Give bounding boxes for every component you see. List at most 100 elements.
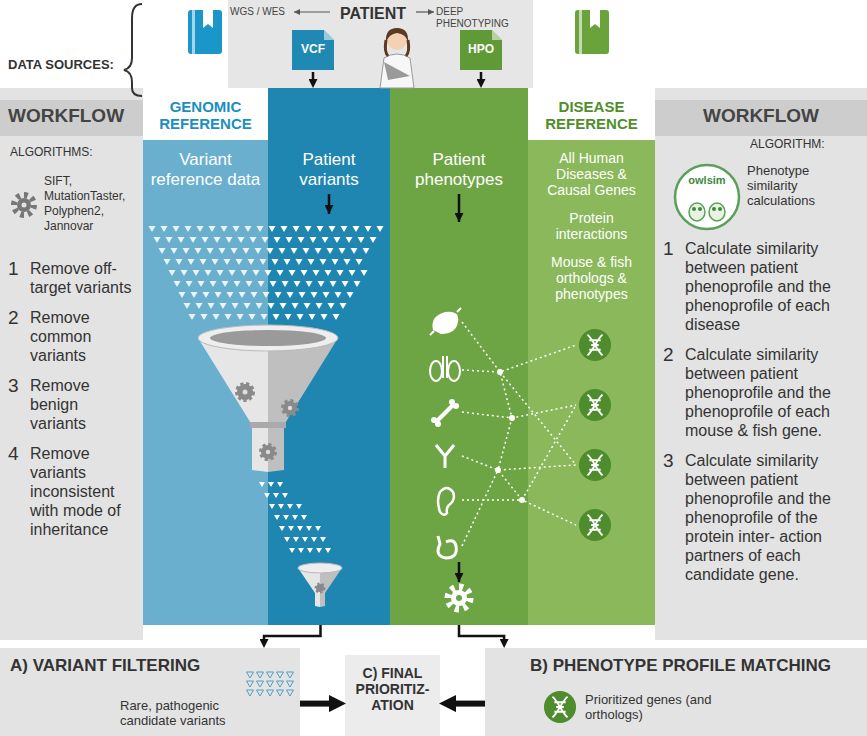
- variant-triangle: [316, 548, 322, 553]
- variant-triangle: [224, 259, 231, 265]
- variant-triangle: [208, 303, 215, 309]
- step-number: 1: [663, 238, 685, 260]
- variant-triangle: [233, 226, 240, 232]
- candidate-triangle: [247, 681, 254, 687]
- variant-triangle: [237, 314, 244, 320]
- variant-triangle: [186, 281, 193, 287]
- variant-triangle: [287, 292, 294, 298]
- variant-triangle: [377, 226, 384, 232]
- matching-box: [485, 648, 867, 736]
- variant-triangle: [217, 270, 224, 276]
- variant-triangle: [313, 270, 320, 276]
- box-text: ALGORITHMS:: [10, 146, 135, 160]
- variant-triangle: [302, 537, 308, 542]
- bracket: [124, 4, 142, 96]
- step-text: Calculate similarity between patient phe…: [685, 239, 859, 334]
- box-text: VCF: [290, 43, 336, 57]
- variant-triangle: [232, 303, 239, 309]
- variant-triangle: [188, 259, 195, 265]
- variant-triangle: [244, 303, 251, 309]
- variant-triangle: [337, 270, 344, 276]
- variant-triangle: [197, 226, 204, 232]
- variant-triangle: [296, 504, 302, 509]
- variant-triangle: [269, 226, 276, 232]
- variant-triangle: [154, 237, 161, 243]
- variant-triangle: [317, 226, 324, 232]
- variant-triangle: [196, 303, 203, 309]
- variant-triangle: [234, 281, 241, 287]
- variant-triangle: [215, 292, 222, 298]
- variant-triangle: [330, 281, 337, 287]
- variant-triangle: [327, 248, 334, 254]
- diagram-box: VCF: [290, 28, 336, 72]
- variant-triangle: [169, 270, 176, 276]
- variant-triangle: [334, 237, 341, 243]
- variant-triangle: [219, 248, 226, 254]
- variant-triangle: [268, 482, 274, 487]
- box-text: SIFT, MutationTaster, Polyphen2, Jannova…: [44, 174, 141, 234]
- box-text: A) VARIANT FILTERING: [10, 656, 295, 676]
- variant-triangle: [273, 314, 280, 320]
- variant-triangle: [238, 237, 245, 243]
- variant-triangle: [286, 237, 293, 243]
- variant-triangle: [284, 259, 291, 265]
- variant-triangle: [205, 270, 212, 276]
- variant-triangle: [347, 292, 354, 298]
- flow-connector: [480, 72, 483, 79]
- step-item: 2Calculate similarity between patient ph…: [655, 344, 867, 440]
- variant-triangle: [329, 226, 336, 232]
- variant-triangle: [307, 548, 313, 553]
- variant-triangle: [297, 526, 303, 531]
- variant-triangle: [164, 259, 171, 265]
- variant-triangle: [288, 526, 294, 531]
- variant-triangle: [310, 237, 317, 243]
- header-band: [0, 100, 143, 136]
- variant-triangle: [303, 248, 310, 254]
- variant-triangle: [225, 314, 232, 320]
- variant-triangle: [282, 493, 288, 498]
- phenotype-icons: [430, 308, 461, 558]
- box-text: Prioritized genes (and orthologs): [585, 692, 755, 722]
- variant-triangles: [149, 226, 384, 553]
- step-item: 4Remove variants inconsistent with mode …: [0, 443, 143, 539]
- candidate-triangle: [277, 690, 284, 696]
- variant-triangle: [189, 314, 196, 320]
- similarity-web: [462, 322, 576, 546]
- variant-triangle: [181, 270, 188, 276]
- book-icon: [188, 10, 222, 54]
- variant-triangle: [279, 248, 286, 254]
- disease-column: [528, 140, 655, 625]
- step-item: 1Remove off-target variants: [0, 258, 143, 297]
- box-text: WORKFLOW: [655, 105, 867, 127]
- variant-triangle: [210, 281, 217, 287]
- variant-triangle: [335, 292, 342, 298]
- variant-triangle: [351, 248, 358, 254]
- patient-figure: [380, 28, 414, 88]
- variant-triangle: [280, 303, 287, 309]
- candidate-triangle: [257, 681, 264, 687]
- box-text: PATIENT: [333, 5, 413, 23]
- diagram-box: Patient phenotypes: [390, 88, 528, 625]
- variant-triangle: [241, 270, 248, 276]
- candidate-triangle: [277, 681, 284, 687]
- variant-triangle: [222, 281, 229, 287]
- variant-triangle: [278, 504, 284, 509]
- variant-triangle: [183, 248, 190, 254]
- funnel: [198, 325, 338, 472]
- variant-triangle: [159, 248, 166, 254]
- step-text: Remove common variants: [30, 308, 135, 365]
- variant-triangle: [306, 281, 313, 287]
- variant-triangle: [354, 281, 361, 287]
- box-text: WGS / WES: [230, 6, 288, 18]
- candidate-triangle: [287, 690, 294, 696]
- variant-triangle: [253, 270, 260, 276]
- patient-band: [228, 0, 533, 88]
- flow-connector: [456, 701, 485, 707]
- variant-triangle: [264, 493, 270, 498]
- variant-triangle: [251, 292, 258, 298]
- variant-triangle: [297, 314, 304, 320]
- box-text: Phenotype similarity calculations: [747, 164, 862, 209]
- variant-triangle: [274, 237, 281, 243]
- candidate-triangle: [257, 690, 264, 696]
- step-item: 3Remove benign variants: [0, 375, 143, 433]
